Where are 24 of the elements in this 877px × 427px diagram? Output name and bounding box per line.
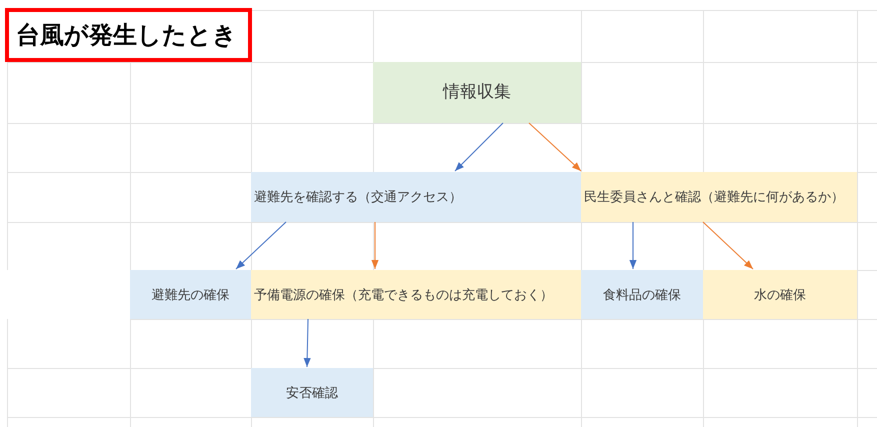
step-label: 食料品の確保	[603, 286, 681, 302]
arrow	[454, 122, 504, 172]
step-label: 避難先の確保	[152, 286, 230, 302]
arrow	[304, 318, 311, 368]
step-label: 安否確認	[286, 384, 338, 400]
arrow	[371, 222, 379, 270]
step-box	[130, 270, 251, 319]
step-label: 民生委員さんと確認（避難先に何があるか）	[584, 189, 844, 205]
step-box	[581, 172, 857, 222]
step-box	[251, 368, 373, 417]
step-label: 水の確保	[754, 286, 806, 302]
step-box	[581, 270, 703, 319]
step-box	[251, 172, 581, 222]
step-box	[373, 62, 581, 123]
step-box	[703, 270, 857, 319]
arrow	[702, 222, 754, 270]
title: 台風が発生したとき	[5, 8, 252, 62]
arrow	[629, 222, 637, 270]
arrow	[528, 122, 582, 172]
arrow	[236, 222, 286, 270]
step-label: 予備電源の確保（充電できるものは充電しておく）	[254, 286, 553, 302]
step-label: 情報収集	[443, 82, 511, 103]
step-label: 避難先を確認する（交通アクセス）	[254, 189, 462, 205]
step-box	[251, 270, 581, 319]
